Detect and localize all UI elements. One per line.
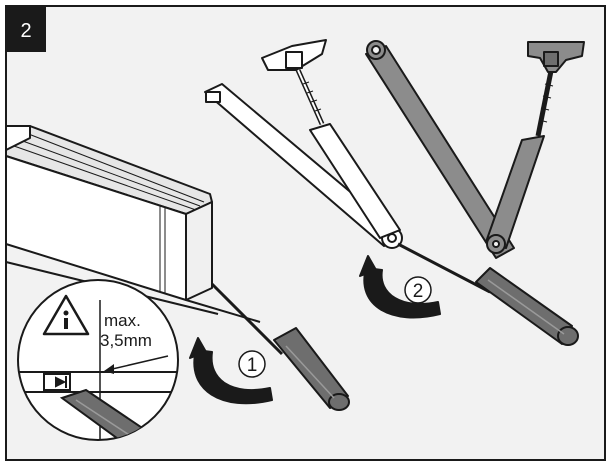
rotation-arrow-2 xyxy=(359,255,441,319)
screwdriver-1 xyxy=(210,282,350,411)
dimension-arrow xyxy=(107,355,169,371)
gray-closer-arm xyxy=(365,40,585,259)
callout-max-label: max. xyxy=(104,311,141,330)
step-marker-1-label: 1 xyxy=(247,355,258,376)
screwdriver-2 xyxy=(397,242,579,346)
step-marker-1: 1 xyxy=(238,350,266,378)
step-marker-2: 2 xyxy=(404,276,432,304)
callout-dimension-value: 3,5mm xyxy=(100,331,152,350)
rotation-arrow-1 xyxy=(189,337,273,405)
white-closer-arm xyxy=(204,39,403,249)
step-marker-2-label: 2 xyxy=(413,281,424,302)
step-number: 2 xyxy=(20,20,31,42)
step-badge: 2 xyxy=(6,6,46,52)
info-warning-triangle-icon xyxy=(42,294,90,336)
